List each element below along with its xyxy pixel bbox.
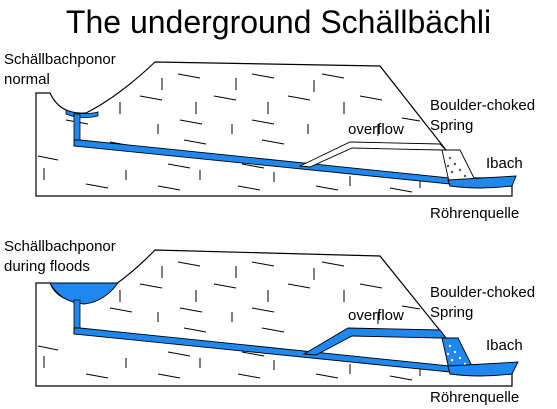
ponor-label-normal-2: normal [4,71,50,88]
overflow-label-flood: overflow [348,307,404,324]
ibach-river-flood [447,361,519,377]
river-label-normal: Ibach [486,155,523,172]
ponor-label-flood-2: during floods [4,258,90,275]
panel-flood: Schällbachponor during floods overflow B… [4,238,535,406]
spring-label-normal-1: Boulder-choked [430,97,535,114]
rock-bedding-flood [37,261,421,381]
lower-spring-label-flood: Röhrenquelle [430,389,519,406]
ibach-river-normal [447,175,517,189]
boulders-flood [446,344,467,366]
overflow-label-normal: overflow [348,121,404,138]
panel-normal: Schällbachponor normal overflow Boulder-… [4,51,535,222]
spring-label-flood-1: Boulder-choked [430,284,535,301]
ponor-label-normal-1: Schällbachponor [4,51,116,68]
lower-spring-label-normal: Röhrenquelle [430,205,519,222]
ponor-label-flood-1: Schällbachponor [4,238,116,255]
spring-label-normal-2: Spring [430,117,473,134]
river-label-flood: Ibach [486,337,523,354]
ponor-pool-flood [49,282,119,305]
spring-label-flood-2: Spring [430,304,473,321]
diagram-title: The underground Schällbächli [65,4,492,40]
